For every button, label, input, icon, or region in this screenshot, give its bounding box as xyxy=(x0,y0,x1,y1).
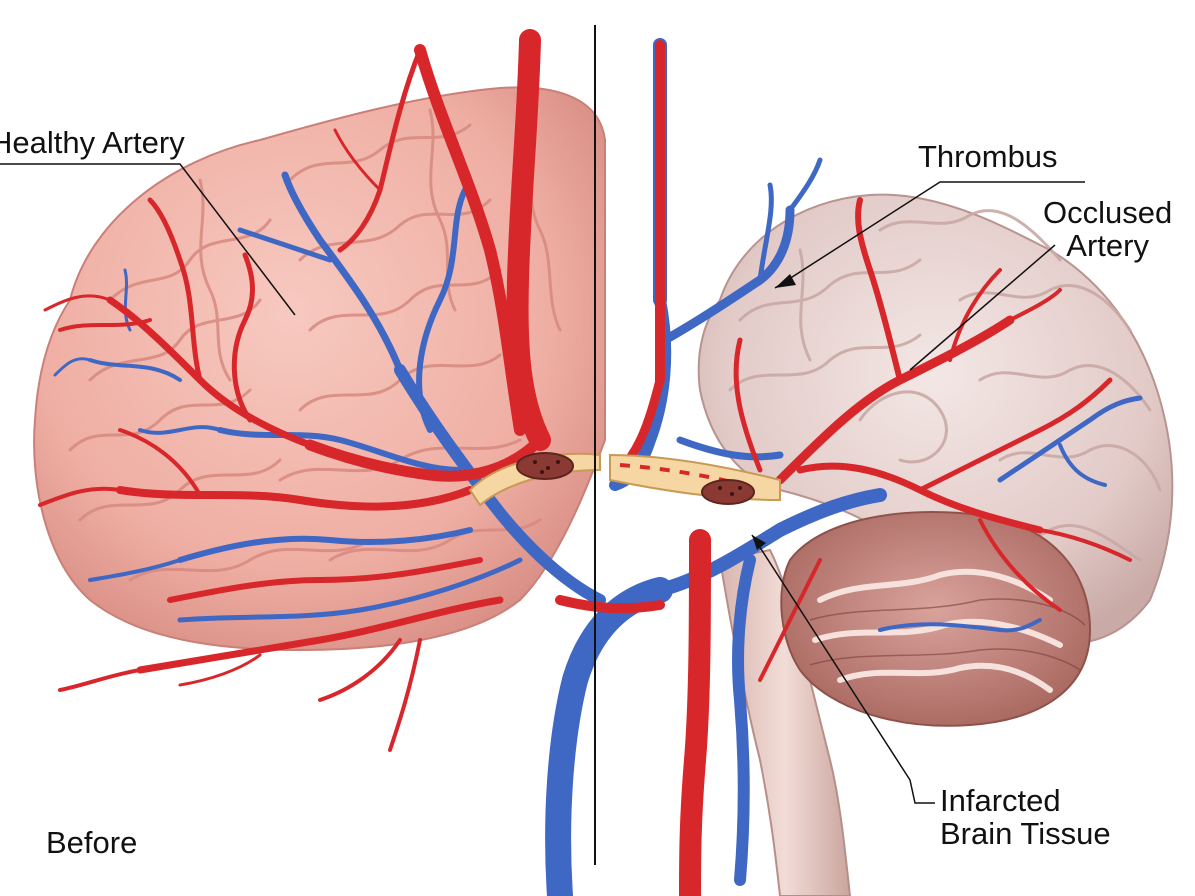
label-infarcted-line1: Infarcted xyxy=(940,783,1061,818)
left-vessel-section xyxy=(468,452,601,507)
label-infarcted-tissue: Infarcted Brain Tissue xyxy=(940,784,1111,851)
right-vessel-section xyxy=(609,453,781,505)
cerebellum xyxy=(780,511,1092,727)
label-infarcted-line2: Brain Tissue xyxy=(940,816,1111,852)
label-before: Before xyxy=(46,825,138,860)
label-thrombus: Thrombus xyxy=(918,139,1058,174)
label-occluded-artery: Occlused Artery xyxy=(1043,196,1172,263)
label-occluded-line1: Occlused xyxy=(1043,195,1173,230)
label-occluded-line2: Artery xyxy=(1066,228,1149,264)
leader-lines xyxy=(0,163,1085,804)
label-healthy-artery: Healthy Artery xyxy=(0,125,185,160)
